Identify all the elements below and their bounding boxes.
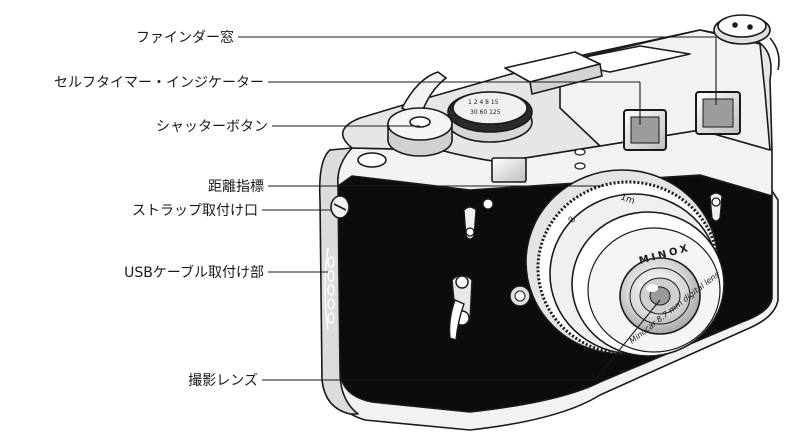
label-shutter: シャッターボタン <box>156 119 268 135</box>
lens-assembly <box>525 169 725 357</box>
usb-port-cover <box>324 247 335 331</box>
shutter-button <box>387 107 453 157</box>
front-lever <box>448 274 473 341</box>
callout-lines <box>238 36 717 381</box>
front-screw-right <box>709 192 723 222</box>
svg-text:30 60 125: 30 60 125 <box>470 109 501 116</box>
label-lens: 撮影レンズ <box>188 372 258 389</box>
distance-mark-1m: 1m <box>619 192 636 206</box>
label-self-timer: セルフタイマー・インジケーター <box>54 75 264 91</box>
strap-lug <box>330 195 350 219</box>
rewind-knob <box>713 14 780 71</box>
shutter-speed-dial: 1 2 4 8 15 30 60 125 <box>447 91 533 143</box>
callout-labels: ファインダー窓 セルフタイマー・インジケーター シャッターボタン 距離指標 スト… <box>54 29 268 389</box>
top-plate-small-button <box>357 152 387 168</box>
svg-text:1 2 4 8 15: 1 2 4 8 15 <box>468 99 499 106</box>
left-end-cap <box>318 147 359 415</box>
rangefinder-window-small <box>491 157 527 183</box>
label-usb: USBケーブル取付け部 <box>124 264 264 281</box>
label-viewfinder: ファインダー窓 <box>136 29 234 46</box>
label-distance: 距離指標 <box>208 178 264 195</box>
label-strap: ストラップ取付け口 <box>132 203 258 219</box>
front-screw-left <box>463 206 477 240</box>
front-screw-top <box>482 198 494 210</box>
